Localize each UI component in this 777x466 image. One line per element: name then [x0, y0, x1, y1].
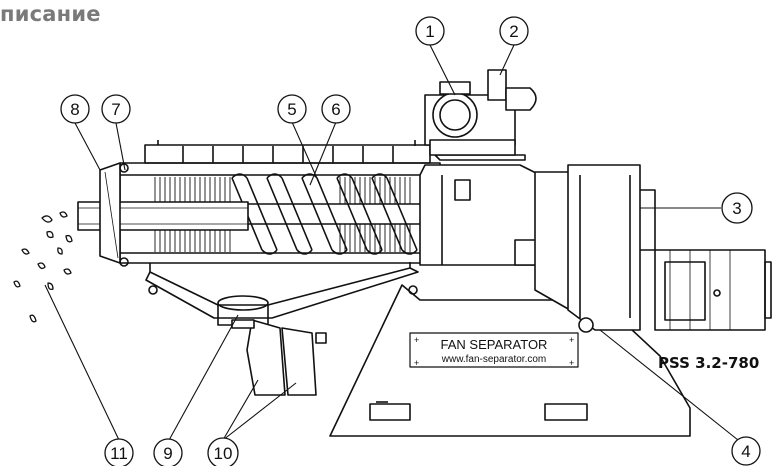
drainage-funnel — [145, 262, 419, 326]
callouts — [60, 16, 761, 466]
callout-7-label: 7 — [111, 100, 120, 119]
callout-3-label: 3 — [732, 199, 741, 218]
svg-text:+: + — [414, 358, 419, 368]
inlet-housing — [419, 154, 541, 266]
callout-10-label: 10 — [214, 444, 233, 463]
callout-4-circle — [731, 436, 761, 466]
callout-3-circle — [721, 192, 753, 224]
screw-auger — [229, 173, 441, 255]
callout-8-circle — [60, 94, 90, 124]
press-outlet — [77, 162, 249, 267]
callout-2-circle — [499, 16, 529, 46]
svg-text:+: + — [569, 335, 574, 345]
callout-2-label: 2 — [509, 22, 518, 41]
solid-particles — [13, 211, 73, 323]
callout-labels: 1 2 3 4 5 6 7 8 9 10 11 — [70, 22, 750, 463]
leader-lines — [44, 44, 739, 443]
svg-text:+: + — [569, 358, 574, 368]
callout-1-circle — [415, 16, 445, 46]
nameplate-url: www.fan-separator.com — [441, 354, 547, 365]
callout-10-circle — [207, 437, 239, 466]
callout-4-label: 4 — [741, 442, 750, 461]
callout-6-label: 6 — [331, 100, 340, 119]
callout-8-label: 8 — [70, 100, 79, 119]
nameplate: FAN SEPARATOR www.fan-separator.com + + … — [409, 332, 579, 368]
callout-11-label: 11 — [110, 444, 128, 463]
callout-6-circle — [321, 94, 351, 124]
callout-9-circle — [153, 438, 183, 466]
callout-11-circle — [104, 438, 134, 466]
callout-5-circle — [277, 94, 307, 124]
page-heading: писание — [0, 2, 101, 26]
callout-5-label: 5 — [287, 100, 296, 119]
nameplate-brand: FAN SEPARATOR — [441, 337, 548, 352]
callout-1-label: 1 — [425, 22, 434, 41]
callout-7-circle — [101, 94, 131, 124]
feed-pump — [424, 69, 537, 156]
gear-motor — [534, 164, 772, 333]
model-label: PSS 3.2-780 — [658, 354, 760, 372]
counterweights — [231, 319, 327, 396]
svg-text:+: + — [414, 335, 419, 345]
callout-9-label: 9 — [163, 444, 172, 463]
